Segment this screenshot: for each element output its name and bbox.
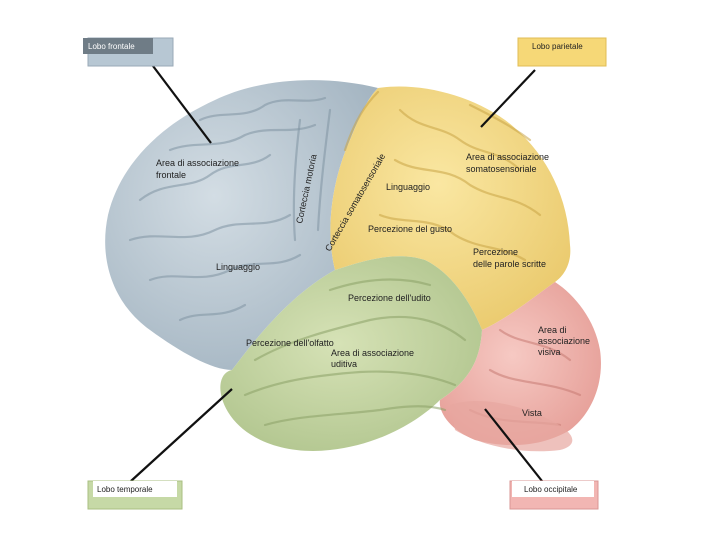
frontal-association-label: Area di associazione frontale (156, 158, 242, 180)
somatosensory-association-label: Area di associazione somatosensoriale (466, 152, 552, 174)
written-words-label: Percezione delle parole scritte (473, 247, 546, 269)
language-parietal-label: Linguaggio (386, 182, 430, 192)
occipital-lobe-label: Lobo occipitale (524, 485, 578, 494)
parietal-gyri (343, 90, 542, 262)
temporal-lobe-label: Lobo temporale (97, 485, 153, 494)
parietal-lobe-region (330, 86, 571, 331)
temporal-lobe-region (220, 256, 482, 451)
language-frontal-label: Linguaggio (216, 262, 260, 272)
cerebellum-region (450, 400, 573, 452)
smell-label: Percezione dell'olfatto (246, 338, 334, 348)
frontal-pointer-line (152, 65, 212, 144)
occipital-lobe-box: Lobo occipitale (509, 480, 599, 510)
frontal-gyri (128, 96, 332, 322)
temporal-gyri (243, 278, 467, 427)
vision-label: Vista (522, 408, 542, 418)
auditory-association-label: Area di associazione uditiva (331, 348, 417, 369)
taste-label: Percezione del gusto (368, 224, 452, 234)
temporal-lobe-box: Lobo temporale (87, 480, 183, 510)
temporal-pointer-line (130, 388, 233, 482)
parietal-pointer-line (480, 69, 536, 128)
occipital-pointer-line (484, 408, 543, 482)
parietal-lobe-label: Lobo parietale (532, 42, 583, 51)
frontal-lobe-box: Lobo frontale (83, 37, 174, 67)
frontal-lobe-label: Lobo frontale (88, 42, 135, 51)
hearing-label: Percezione dell'udito (348, 293, 431, 303)
visual-association-label: Area di associazione visiva (538, 325, 593, 357)
pointer-lines (130, 65, 543, 482)
parietal-lobe-box: Lobo parietale (517, 37, 607, 67)
